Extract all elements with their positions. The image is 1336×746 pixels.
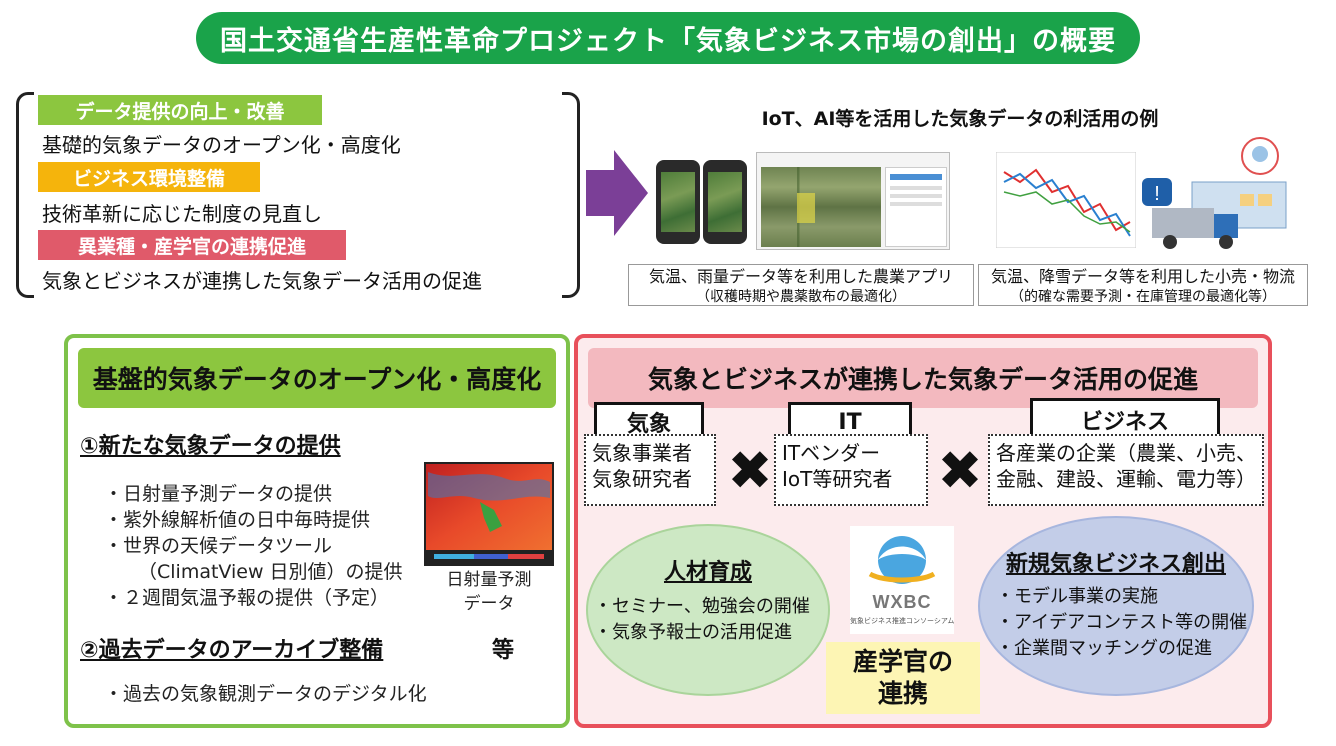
section-heading-new-data: ①新たな気象データの提供 <box>80 434 341 459</box>
member-label: ITベンダー <box>782 441 881 465</box>
caption-subline: （的確な需要予測・在庫管理の最適化等） <box>1010 289 1276 305</box>
cross-icon: ✖ <box>727 439 773 502</box>
list-item: ・気象予報士の活用促進 <box>594 622 792 643</box>
left-panel: 基盤的気象データのオープン化・高度化 ①新たな気象データの提供 ・日射量予測デー… <box>64 334 570 728</box>
app-side-panel <box>885 167 947 247</box>
logo-subtitle: 気象ビジネス推進コンソーシアム <box>850 617 955 625</box>
policy-tag-label: データ提供の向上・改善 <box>75 100 285 123</box>
list-item: ・過去の気象観測データのデジタル化 <box>104 683 427 705</box>
svg-text:!: ! <box>1154 183 1160 205</box>
list-item: ・世界の天候データツール <box>104 535 333 557</box>
member-label: 気象研究者 <box>592 467 692 491</box>
left-panel-header: 基盤的気象データのオープン化・高度化 <box>78 348 556 408</box>
satellite-field-map <box>761 167 881 247</box>
map-caption: 日射量予測 データ <box>444 568 534 616</box>
list-item: ・日射量予測データの提供 <box>104 483 333 505</box>
examples-heading: IoT、AI等を活用した気象データの利活用の例 <box>761 108 1159 130</box>
category-weather-members: 気象事業者 気象研究者 <box>584 434 716 506</box>
smartphone-image <box>656 160 700 244</box>
member-label: 気象事業者 <box>592 441 692 465</box>
agri-app-caption: 気温、雨量データ等を利用した農業アプリ （収穫時期や農薬散布の最適化） <box>628 264 974 306</box>
demand-forecast-chart <box>996 152 1136 248</box>
policy-text: 基礎的気象データのオープン化・高度化 <box>42 133 401 157</box>
policy-tag-label: 異業種・産学官の連携促進 <box>77 235 306 258</box>
industry-academia-government-box: 産学官の 連携 <box>826 642 980 714</box>
policy-tag-environment: ビジネス環境整備 <box>38 162 260 192</box>
category-business-members: 各産業の企業（農業、小売、 金融、建設、運輸、電力等） <box>988 434 1264 506</box>
cross-icon: ✖ <box>937 439 983 502</box>
category-it-members: ITベンダー IoT等研究者 <box>774 434 928 506</box>
policy-tag-label: ビジネス環境整備 <box>72 167 225 190</box>
list-item: ・２週間気温予報の提供（予定） <box>104 587 390 609</box>
globe-logo-icon <box>868 536 936 584</box>
caption-line: 気温、雨量データ等を利用した農業アプリ <box>648 267 953 286</box>
map-caption-line: データ <box>463 594 515 614</box>
caption-subline: （収穫時期や農薬散布の最適化） <box>696 289 906 305</box>
caption-line: 気温、降雪データ等を利用した小売・物流 <box>990 267 1295 286</box>
member-label: 各産業の企業（農業、小売、 <box>996 441 1256 465</box>
logistics-illustration: ! <box>1142 137 1287 249</box>
list-item: ・企業間マッチングの促進 <box>996 638 1212 659</box>
right-arrow-icon <box>586 150 648 236</box>
list-item: ・モデル事業の実施 <box>996 586 1158 607</box>
business-heading: 新規気象ビジネス創出 <box>1005 552 1226 577</box>
farm-app-screen <box>756 152 950 250</box>
retail-caption: 気温、降雪データ等を利用した小売・物流 （的確な需要予測・在庫管理の最適化等） <box>978 264 1308 306</box>
member-label: IoT等研究者 <box>782 467 893 491</box>
list-item: ・アイデアコンテスト等の開催 <box>996 612 1248 633</box>
list-item: ・セミナー、勉強会の開催 <box>594 596 810 617</box>
right-panel: 気象とビジネスが連携した気象データ活用の促進 気象 気象事業者 気象研究者 ✖ … <box>574 334 1272 728</box>
smartphone-image <box>703 160 747 244</box>
policy-tag-data: データ提供の向上・改善 <box>38 95 322 125</box>
logo-mark: WXBC <box>872 592 932 612</box>
talent-development-ellipse: 人材育成 ・セミナー、勉強会の開催 ・気象予報士の活用促進 <box>586 524 830 696</box>
list-item: ・紫外線解析値の日中毎時提供 <box>104 509 371 531</box>
talent-heading: 人材育成 <box>663 560 752 585</box>
collab-line: 連携 <box>877 679 928 708</box>
collab-line: 産学官の <box>852 647 953 676</box>
title-banner: 国土交通省生産性革命プロジェクト「気象ビジネス市場の創出」の概要 <box>196 12 1140 64</box>
left-bracket <box>16 92 34 298</box>
solar-radiation-map <box>424 462 554 566</box>
list-item: （ClimatView 日別値）の提供 <box>138 561 403 583</box>
new-business-ellipse: 新規気象ビジネス創出 ・モデル事業の実施 ・アイデアコンテスト等の開催 ・企業間… <box>978 516 1254 696</box>
member-label: 金融、建設、運輸、電力等） <box>996 467 1256 491</box>
policy-text: 気象とビジネスが連携した気象データ活用の促進 <box>42 269 482 293</box>
section-heading-archive: ②過去データのアーカイブ整備 <box>80 638 384 663</box>
policy-tag-collaboration: 異業種・産学官の連携促進 <box>38 230 346 260</box>
field-highlight <box>797 193 815 223</box>
page-title: 国土交通省生産性革命プロジェクト「気象ビジネス市場の創出」の概要 <box>220 25 1116 57</box>
map-caption-line: 日射量予測 <box>446 570 532 590</box>
right-bracket <box>562 92 580 298</box>
section-suffix: 等 <box>492 638 515 663</box>
wxbc-logo: WXBC 気象ビジネス推進コンソーシアム <box>850 526 954 634</box>
policy-text: 技術革新に応じた制度の見直し <box>42 202 322 226</box>
